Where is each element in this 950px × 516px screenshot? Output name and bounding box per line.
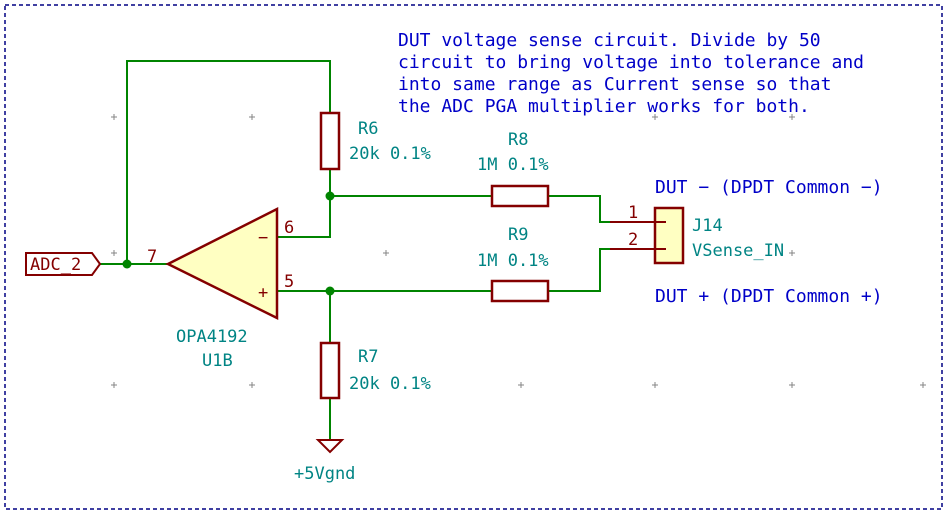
connector-ref: J14: [692, 216, 723, 236]
connector-value: VSense_IN: [692, 241, 784, 261]
note-line-3: into same range as Current sense so that: [398, 74, 831, 95]
power-symbol-5vgnd[interactable]: +5Vgnd: [294, 439, 355, 484]
grid-markers: [111, 114, 926, 388]
opamp-pin-out-number: 7: [147, 247, 157, 267]
connector-body: [653, 206, 685, 265]
wire-r8-to-j14-pin1: [548, 195, 655, 223]
net-label-dut-minus: DUT − (DPDT Common −): [655, 177, 883, 198]
opamp-inv-symbol: −: [258, 228, 268, 248]
resistor-r8-body: [490, 184, 550, 208]
annotation-note: DUT voltage sense circuit. Divide by 50 …: [398, 30, 864, 117]
opamp-noninv-symbol: +: [258, 283, 268, 303]
wire-feedback: [126, 60, 331, 264]
resistor-r7-ref: R7: [358, 347, 378, 367]
resistor-r7-value: 20k 0.1%: [349, 374, 431, 394]
resistor-r9[interactable]: R9 1M 0.1%: [477, 225, 550, 303]
ground-icon: [315, 439, 345, 454]
junctions: [122, 191, 335, 296]
resistor-r8[interactable]: R8 1M 0.1%: [477, 130, 550, 208]
resistor-r9-body: [490, 279, 550, 303]
net-label-adc-text: ADC_2: [30, 255, 81, 275]
junction-dot: [325, 286, 335, 296]
resistor-r8-value: 1M 0.1%: [477, 155, 549, 175]
resistor-r6-value: 20k 0.1%: [349, 144, 431, 164]
resistor-r7[interactable]: R7 20k 0.1%: [319, 341, 431, 400]
connector-pin2-number: 2: [628, 230, 638, 250]
opamp-pin-noninv-number: 5: [284, 272, 294, 292]
net-label-dut-plus: DUT + (DPDT Common +): [655, 286, 883, 307]
net-label-adc[interactable]: ADC_2: [25, 252, 102, 276]
wire-r9-to-j14-pin2: [548, 248, 655, 292]
connector-j14[interactable]: 1 2 J14 VSense_IN: [610, 203, 784, 265]
power-symbol-label: +5Vgnd: [294, 464, 355, 484]
junction-dot: [325, 191, 335, 201]
connector-pin1-number: 1: [628, 203, 638, 223]
opamp-pin-inv-number: 6: [284, 218, 294, 238]
resistor-r6-body: [319, 111, 341, 171]
opamp-ref: U1B: [202, 351, 233, 371]
resistor-r9-value: 1M 0.1%: [477, 251, 549, 271]
note-line-1: DUT voltage sense circuit. Divide by 50: [398, 30, 821, 51]
resistor-r7-body: [319, 341, 341, 400]
opamp-triangle: [165, 206, 279, 321]
resistor-r9-ref: R9: [508, 225, 528, 245]
resistor-r8-ref: R8: [508, 130, 528, 150]
resistor-r6-ref: R6: [358, 119, 378, 139]
note-line-4: the ADC PGA multiplier works for both.: [398, 96, 810, 117]
resistor-r6[interactable]: R6 20k 0.1%: [319, 111, 431, 171]
note-line-2: circuit to bring voltage into tolerance …: [398, 52, 864, 73]
junction-dot: [122, 259, 132, 269]
opamp-part-number: OPA4192: [176, 327, 248, 347]
net-label-adc-outline: [25, 252, 102, 276]
opamp-u1b[interactable]: 7 6 5 − + OPA4192 U1B: [147, 206, 294, 371]
